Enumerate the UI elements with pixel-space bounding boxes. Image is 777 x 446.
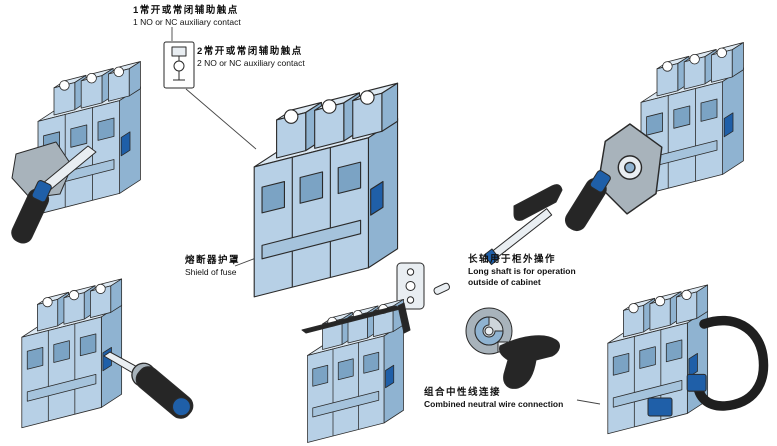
device-switch-escutcheon-handle xyxy=(561,42,744,235)
label-fuse-shield-zh: 熔断器护罩 xyxy=(185,255,241,266)
device-main-switch xyxy=(253,82,399,298)
device-long-shaft xyxy=(483,184,563,266)
label-aux1: 1常开或常闭辅助触点 1 NO or NC auxiliary contact xyxy=(133,5,241,28)
auxiliary-contact-icon xyxy=(163,41,195,89)
label-fuse-shield-en: Shield of fuse xyxy=(185,267,237,278)
device-switch-side-handle xyxy=(8,61,141,247)
label-aux2-en: 2 NO or NC auxiliary contact xyxy=(197,58,305,69)
device-external-handle-kit xyxy=(396,262,560,389)
label-long-shaft-en1: Long shaft is for operation xyxy=(468,266,576,277)
label-neutral-en: Combined neutral wire connection xyxy=(424,399,564,410)
label-long-shaft: 长轴用于柜外操作 Long shaft is for operation out… xyxy=(468,254,576,288)
label-aux1-zh: 1常开或常闭辅助触点 xyxy=(133,5,239,16)
label-aux1-en: 1 NO or NC auxiliary contact xyxy=(133,17,241,28)
label-neutral: 组合中性线连接 Combined neutral wire connection xyxy=(424,387,563,410)
label-long-shaft-en2: outside of cabinet xyxy=(468,277,541,288)
device-switch-top-rails xyxy=(301,299,411,443)
label-aux2: 2常开或常闭辅助触点 2 NO or NC auxiliary contact xyxy=(197,46,305,69)
label-long-shaft-zh: 长轴用于柜外操作 xyxy=(468,254,557,265)
device-switch-neutral-wire xyxy=(607,284,764,435)
label-fuse-shield: 熔断器护罩 Shield of fuse xyxy=(185,255,240,278)
device-switch-rotary-handle xyxy=(21,278,198,429)
label-neutral-zh: 组合中性线连接 xyxy=(424,387,502,398)
label-aux2-zh: 2常开或常闭辅助触点 xyxy=(197,46,303,57)
